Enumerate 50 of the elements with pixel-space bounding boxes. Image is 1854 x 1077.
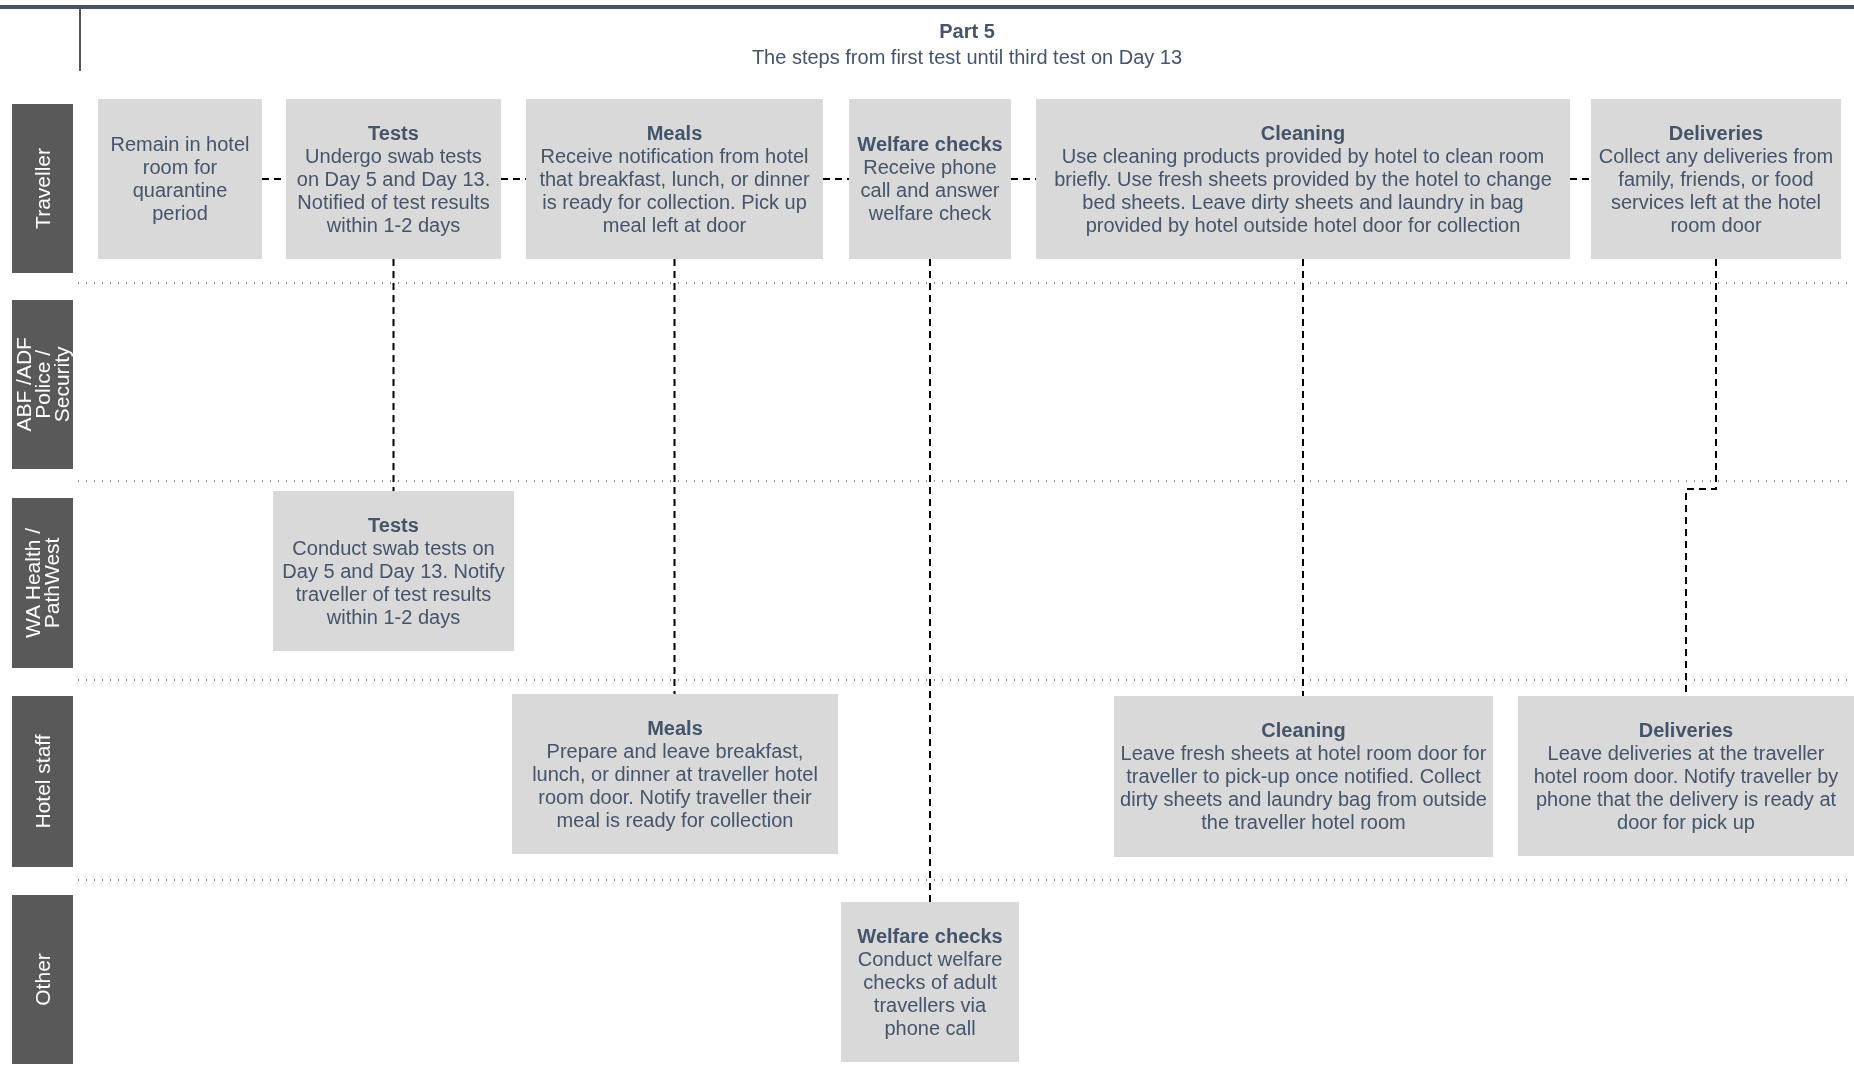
step-heading: Cleaning — [1261, 719, 1346, 742]
process-box — [1591, 99, 1841, 259]
step-heading: Meals — [646, 121, 703, 145]
lane-header — [12, 696, 73, 867]
process-box — [512, 694, 838, 854]
process-box — [849, 99, 1011, 259]
lane-label: Hotel staff — [33, 733, 52, 831]
step-text: Conduct swab tests on Day 5 and Day 13. Notify traveller of test results within 1-2 days — [281, 536, 506, 629]
process-box — [1114, 696, 1493, 857]
connector — [1302, 258, 1304, 697]
process-box — [273, 491, 514, 651]
lane-header — [12, 895, 73, 1064]
step-heading: Deliveries — [1638, 718, 1734, 742]
step-heading: Tests — [368, 121, 419, 145]
title: Part 5 — [938, 20, 996, 43]
step-heading: Cleaning — [1260, 121, 1346, 145]
process-box — [98, 99, 262, 259]
step-text: Leave fresh sheets at hotel room door for traveller to pick-up once notified. Collect dirty sheets and laundry bag from outside the traveller hotel room — [1120, 742, 1487, 834]
step-heading: Meals — [647, 716, 703, 740]
lane-label: ABF /ADF Police / Security — [14, 336, 71, 434]
step-heading: Welfare checks — [857, 924, 1003, 948]
step-text: Collect any deliveries from family, friends, or food services left at the hotel room door — [1597, 144, 1835, 237]
lane-header — [12, 498, 73, 668]
step-text: Receive phone call and answer welfare check — [859, 156, 1001, 225]
process-box — [526, 99, 823, 259]
step-text: Leave deliveries at the traveller hotel room door. Notify traveller by phone that the delivery is ready at door for pick up — [1532, 741, 1840, 834]
step-text: Conduct welfare checks of adult travellers via phone call — [856, 947, 1004, 1040]
process-box — [286, 99, 501, 259]
step-text: Use cleaning products provided by hotel to clean room briefly. Use fresh sheets provided by the hotel to change bed sheets. Leave dirty sheets and laundry in bag provided by hotel outside hotel door for collection — [1053, 144, 1553, 237]
lane-header — [12, 104, 73, 273]
connector — [392, 258, 395, 492]
step-heading: Welfare checks — [857, 133, 1003, 156]
lane-label: Traveller — [33, 147, 52, 231]
connector — [673, 258, 676, 695]
connector — [822, 178, 850, 180]
lane-label: WA Health / PathWest — [23, 526, 62, 641]
lane-label: Other — [33, 952, 52, 1008]
step-text: Receive notification from hotel that breakfast, lunch, or dinner is ready for collection. Pick up meal left at door — [538, 144, 811, 237]
process-box — [1036, 99, 1570, 259]
step-text: Remain in hotel room for quarantine period — [109, 133, 251, 225]
step-text: Prepare and leave breakfast, lunch, or dinner at traveller hotel room door. Notify traveller their meal is ready for collection — [531, 739, 819, 832]
step-text: Undergo swab tests on Day 5 and Day 13. Notified of test results within 1-2 days — [295, 144, 492, 237]
connector — [929, 258, 931, 903]
process-box — [841, 902, 1019, 1062]
process-box — [1518, 696, 1854, 856]
connector — [1569, 178, 1592, 180]
step-heading: Tests — [368, 513, 419, 537]
subtitle: The steps from first test until third test on Day 13 — [750, 46, 1184, 69]
lane-header — [12, 300, 73, 469]
step-heading: Deliveries — [1668, 121, 1764, 145]
